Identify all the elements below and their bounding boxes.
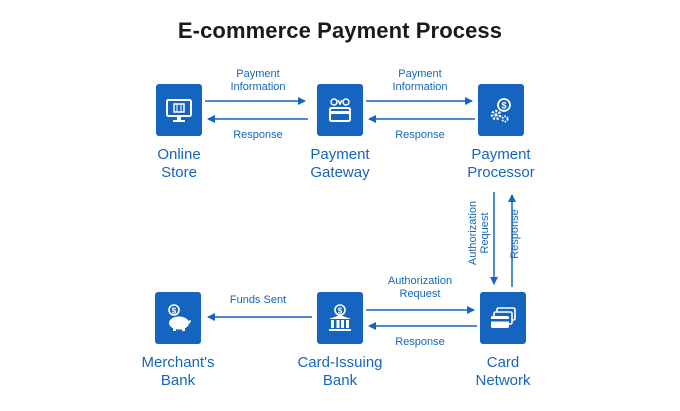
svg-text:$: $ (501, 101, 506, 111)
svg-text:$: $ (338, 307, 343, 316)
monitor-cart-icon (156, 84, 202, 136)
edge-label-network-to-issuing: Response (395, 336, 445, 348)
svg-text:$: $ (172, 307, 177, 316)
card-gateway-icon (317, 84, 363, 136)
cards-icon (480, 292, 526, 344)
edge-label-issuing-to-merchant: Funds Sent (229, 294, 287, 306)
piggy-bank-icon: $ (155, 292, 201, 344)
bank-building-icon: $ (317, 292, 363, 344)
edge-label-gateway-to-store: Response (233, 129, 283, 141)
edge-label-processor-to-gateway: Response (395, 129, 445, 141)
diagram-title: E-commerce Payment Process (177, 18, 503, 43)
gear-dollar-icon: $ (478, 84, 524, 136)
edge-label-network-to-processor: Response (509, 209, 521, 259)
